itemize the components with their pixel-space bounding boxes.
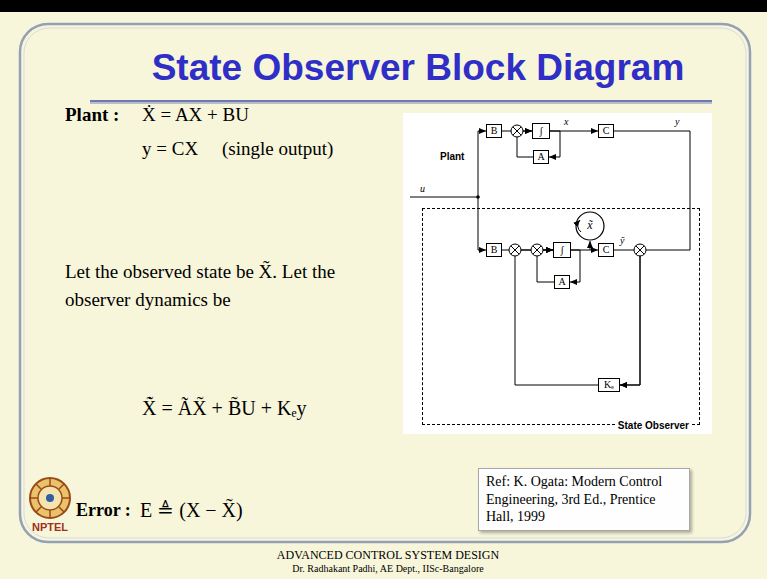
block-group-name: Plant xyxy=(440,151,464,163)
block-symbol: B xyxy=(491,126,498,136)
observer-region: State ObserverB∫CAKₑ xyxy=(422,208,700,425)
signal-connector xyxy=(614,250,640,385)
signal-connector xyxy=(570,250,580,282)
signal-name: x xyxy=(564,116,568,128)
slide-title: State Observer Block Diagram xyxy=(152,46,685,90)
estimate-tap xyxy=(590,241,591,250)
title-underline-shadow xyxy=(90,102,712,104)
logo-text: NPTEL xyxy=(32,521,68,534)
signal-connector xyxy=(614,131,690,385)
callout-curl xyxy=(578,220,581,232)
block-symbol: C xyxy=(603,126,610,136)
signal-connector xyxy=(549,131,560,157)
nptel-logo xyxy=(30,478,70,518)
estimate-callout-circle xyxy=(576,212,604,240)
slide-frame xyxy=(20,24,750,542)
signal-name: u xyxy=(420,183,425,195)
block-symbol: B xyxy=(491,245,498,255)
signal-name: y xyxy=(675,116,679,128)
gain-block: A xyxy=(533,150,549,164)
gain-block: B xyxy=(486,124,502,138)
reference-box: Ref: K. Ogata: Modern Control Engineerin… xyxy=(478,468,690,531)
region-heading: State Observer xyxy=(616,421,691,431)
integrator-block: ∫ xyxy=(553,242,571,258)
equation-heading: Error : xyxy=(76,500,131,522)
equation-heading: Plant : xyxy=(65,104,119,127)
equation: y = CX xyxy=(142,138,198,161)
gain-block: Kₑ xyxy=(598,378,620,392)
input-wire xyxy=(410,131,478,250)
signal-name: ỹ xyxy=(620,235,624,247)
reference-text: Ref: K. Ogata: Modern Control Engineerin… xyxy=(486,474,662,524)
top-bar xyxy=(0,0,767,12)
title-underline xyxy=(90,100,712,102)
block-symbol: ∫ xyxy=(561,245,564,255)
footer-text: ADVANCED CONTROL SYSTEM DESIGN xyxy=(277,548,499,562)
body-text: Let the observed state be X̃. Let the ob… xyxy=(65,258,395,313)
slide-frame-inner xyxy=(24,28,746,538)
signal-connector xyxy=(515,250,598,385)
equation: E ≜ (X − X̃) xyxy=(140,498,243,522)
summing-junctions xyxy=(509,125,646,256)
branch-dot xyxy=(476,195,480,199)
input-branch xyxy=(478,250,486,251)
block-symbol: C xyxy=(603,245,610,255)
integrator-block: ∫ xyxy=(532,123,550,139)
block-symbol: A xyxy=(537,152,544,162)
block-symbol: A xyxy=(558,277,565,287)
equation: X̃̇ = ÃX̃ + B̃U + Kₑy xyxy=(142,396,307,420)
gain-block: C xyxy=(598,124,614,138)
block-symbol: Kₑ xyxy=(604,380,614,390)
gain-block: B xyxy=(486,243,502,257)
footer-text: Dr. Radhakant Padhi, AE Dept., IISc-Bang… xyxy=(292,563,483,575)
input-branch xyxy=(478,131,486,132)
block-symbol: ∫ xyxy=(540,126,543,136)
equation-note: (single output) xyxy=(222,138,333,161)
diagram-panel xyxy=(403,113,712,434)
equation: Ẋ = AX + BU xyxy=(142,104,249,127)
gain-block: A xyxy=(554,275,570,289)
callout-symbol: x̃ xyxy=(587,218,592,232)
gain-block: C xyxy=(598,243,614,257)
